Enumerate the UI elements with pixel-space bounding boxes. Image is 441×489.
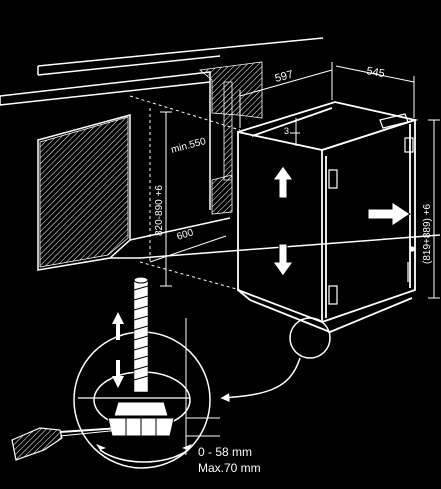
gap-top-label: 3 bbox=[284, 126, 289, 136]
dimension-lines bbox=[149, 62, 440, 299]
appliance-body bbox=[237, 101, 419, 333]
height-adjust-arrows-icon bbox=[272, 165, 294, 277]
depth-dimension-label: 545 bbox=[365, 65, 385, 80]
niche-height-label: 820-890 +6 bbox=[154, 185, 165, 236]
appliance-height-label: (819+889) +6 bbox=[422, 204, 433, 264]
niche-outline bbox=[129, 95, 241, 291]
screwdriver-icon bbox=[11, 427, 121, 461]
niche-width-label: 600 bbox=[176, 227, 196, 243]
cabinet-side-panels bbox=[39, 61, 263, 268]
insert-arrow-icon bbox=[367, 201, 411, 227]
adjustable-foot-detail bbox=[73, 276, 220, 469]
countertop bbox=[37, 37, 324, 76]
niche-depth-label: min.550 bbox=[170, 136, 208, 156]
detail-highlight-circle bbox=[289, 317, 331, 359]
foot-range-label: 0 - 58 mm bbox=[198, 445, 252, 459]
appliance-hardware bbox=[328, 113, 415, 305]
foot-max-label: Max.70 mm bbox=[198, 461, 261, 475]
width-dimension-label: 597 bbox=[274, 69, 295, 85]
detail-pointer-arrow bbox=[220, 357, 301, 402]
